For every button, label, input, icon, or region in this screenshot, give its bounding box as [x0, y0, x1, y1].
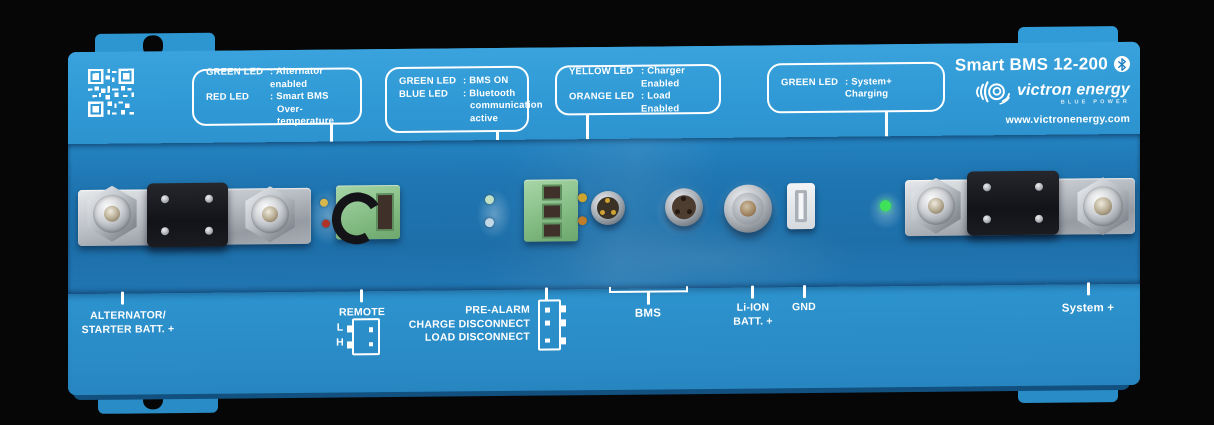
terminal-pointer-system: [1087, 282, 1090, 296]
label-bms: BMS: [634, 307, 662, 320]
terminal-bolt-left-inner: [242, 186, 298, 243]
label-system-plus: System +: [1061, 302, 1115, 315]
coating-shine: [476, 187, 512, 241]
label-disconnect-group: PRE-ALARM CHARGE DISCONNECT LOAD DISCONN…: [398, 304, 530, 346]
terminal-pointer-liion: [751, 285, 754, 299]
callout-charger-load-led: YELLOW LED : Charger Enabled ORANGE LED : …: [555, 63, 721, 116]
remote-connector-icon: [347, 318, 380, 356]
led-label: GREEN LED: [781, 76, 839, 88]
callout-leader-line: [885, 111, 888, 137]
label-line: STARTER BATT. +: [81, 322, 175, 336]
bms-bracket-stem: [647, 292, 650, 305]
remote-terminal-block: [326, 184, 400, 250]
model-text: Smart BMS 12-200: [954, 54, 1108, 75]
branding-block: Smart BMS 12-200: [955, 54, 1130, 127]
callout-leader-line: [496, 131, 499, 141]
led-label: ORANGE LED: [569, 90, 635, 103]
led-desc: : Alternator enabled: [270, 65, 324, 90]
label-pre-alarm: PRE-ALARM: [465, 303, 530, 317]
mosfet-block-right: [967, 170, 1059, 236]
brand-tagline: BLUE POWER: [1060, 98, 1130, 106]
led-desc: active: [470, 112, 499, 124]
bms-panel: GREEN LED : Alternator enabled RED LED : S…: [68, 26, 1140, 414]
disconnect-terminal-block: [524, 179, 578, 242]
bms-connector-female: [665, 188, 703, 227]
alternator-green-led: [320, 198, 328, 207]
system-charging-green-led: [880, 200, 891, 212]
callout-leader-line: [330, 123, 333, 142]
label-remote-h: H: [336, 336, 344, 349]
load-orange-led: [578, 216, 587, 226]
led-desc: : System+ Charging: [845, 75, 892, 100]
gnd-connector: [787, 182, 815, 230]
led-label: YELLOW LED: [569, 65, 634, 78]
over-temperature-red-led: [322, 219, 330, 228]
disconnect-connector-icon: [538, 299, 566, 351]
mosfet-block-left: [147, 182, 228, 248]
label-charge-disconnect: CHARGE DISCONNECT: [408, 317, 530, 331]
led-label: RED LED: [206, 91, 250, 104]
label-load-disconnect: LOAD DISCONNECT: [424, 330, 530, 344]
bluetooth-blue-led: [485, 218, 494, 228]
qr-code-icon: [88, 68, 134, 122]
terminal-pointer-gnd: [803, 285, 806, 299]
bluetooth-icon: [1114, 55, 1130, 73]
led-label: GREEN LED: [399, 75, 457, 87]
victron-logo-icon: [972, 78, 1012, 110]
terminal-pointer-remote: [360, 289, 363, 303]
charger-yellow-led: [578, 193, 587, 203]
led-desc: : Smart BMS: [270, 90, 329, 103]
label-remote-l: L: [336, 321, 344, 334]
terminal-bolt-right-inner: [908, 178, 964, 235]
label-line: Li-ION: [736, 301, 770, 314]
led-label: GREEN LED: [206, 66, 264, 79]
label-li-ion-batt: Li-ION BATT. +: [718, 301, 788, 329]
callout-leader-line: [586, 114, 589, 140]
callout-alternator-led: GREEN LED : Alternator enabled RED LED : S…: [192, 65, 362, 128]
panel-bottom-flange: [68, 283, 1140, 396]
led-label: BLUE LED: [399, 87, 449, 100]
callout-bms-bluetooth-led: GREEN LED : BMS ON BLUE LED : Bluetooth co…: [385, 65, 543, 134]
led-desc: : Bluetooth: [463, 87, 516, 99]
brand-website: www.victronenergy.com: [1005, 112, 1130, 127]
label-alternator-starter-batt: ALTERNATOR/ STARTER BATT. +: [68, 309, 188, 337]
label-line: ALTERNATOR/: [90, 309, 166, 322]
bms-on-green-led: [485, 195, 494, 205]
bms-connector-male: [591, 190, 625, 226]
brand-name: victron energy: [1016, 80, 1130, 99]
label-gnd: GND: [792, 300, 816, 314]
led-desc: : BMS ON: [463, 74, 509, 87]
terminal-pointer-alternator: [121, 291, 124, 305]
terminal-bolt-alternator: [84, 185, 140, 242]
led-desc: : Charger Enabled: [641, 65, 686, 90]
led-desc: : Load Enabled: [641, 90, 680, 115]
label-line: BATT. +: [733, 314, 773, 328]
led-desc: communication: [470, 99, 543, 112]
led-desc: Over-temperature: [277, 103, 335, 128]
li-ion-batt-positive-post: [724, 184, 772, 233]
terminal-bolt-system: [1074, 177, 1132, 236]
callout-system-charging-led: GREEN LED : System+ Charging: [767, 61, 945, 114]
product-model: Smart BMS 12-200: [955, 54, 1130, 76]
